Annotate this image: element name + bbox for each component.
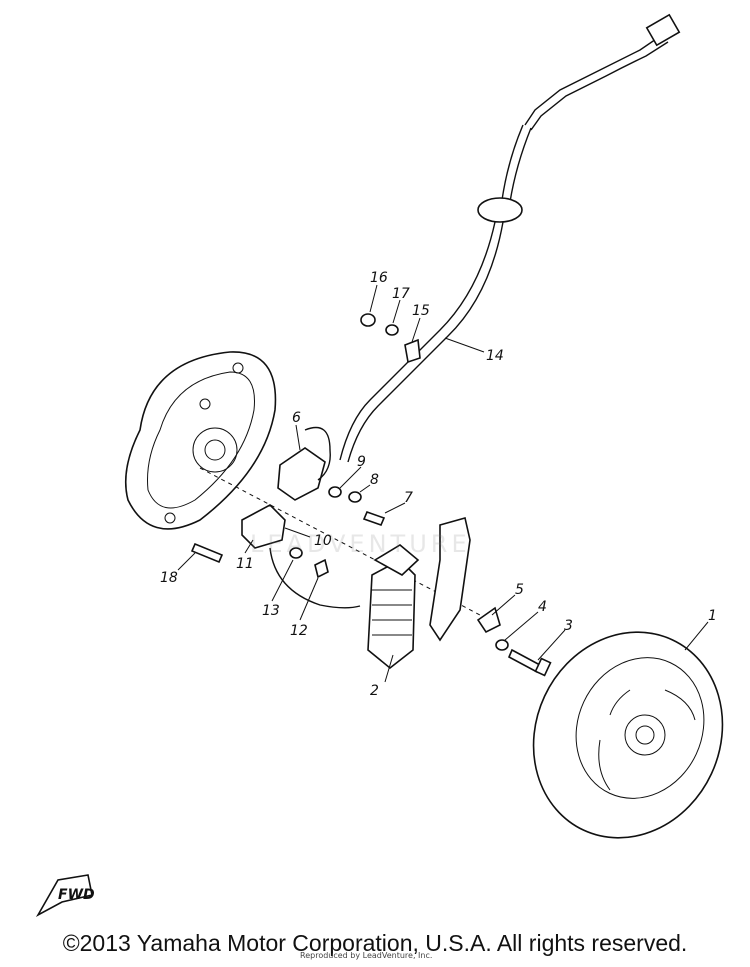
- fwd-arrow-icon: FWD: [35, 874, 95, 918]
- coil-bracket: [429, 517, 471, 642]
- contact-breaker: [277, 426, 331, 501]
- callout-17: 17: [392, 286, 410, 302]
- screw-18: [190, 542, 224, 564]
- callout-18: 18: [160, 570, 178, 586]
- washer-17: [385, 324, 399, 336]
- callout-4: 4: [538, 599, 547, 615]
- callout-13: 13: [262, 603, 280, 619]
- callout-11: 11: [236, 556, 254, 572]
- screw-7: [362, 510, 386, 527]
- watermark: LEADVENTURE: [250, 530, 471, 558]
- callout-2: 2: [370, 683, 379, 699]
- stator-base-plate: [124, 351, 277, 530]
- condenser: [241, 504, 361, 609]
- bolt-3: [507, 648, 552, 677]
- reproduced-note: Reproduced by LeadVenture, Inc.: [300, 951, 433, 960]
- callout-6: 6: [292, 410, 301, 426]
- screw-16: [360, 313, 376, 327]
- copyright-notice: ©2013 Yamaha Motor Corporation, U.S.A. A…: [62, 930, 688, 956]
- callout-12: 12: [290, 623, 308, 639]
- callout-5: 5: [515, 582, 524, 598]
- clamp-15: [404, 338, 421, 364]
- callout-14: 14: [486, 348, 504, 364]
- callout-3: 3: [564, 618, 573, 634]
- fwd-label: FWD: [58, 887, 95, 903]
- washer-9: [328, 486, 342, 498]
- callout-1: 1: [708, 608, 717, 624]
- callout-9: 9: [357, 454, 366, 470]
- callout-numbers: 1 2 3 4 5 6 7 8 9 10 11 12 13 14 15 16 1…: [160, 270, 717, 699]
- callout-16: 16: [370, 270, 388, 286]
- washer-8: [348, 491, 362, 503]
- cam: [476, 606, 501, 634]
- callout-8: 8: [370, 472, 379, 488]
- leader-lines: [177, 284, 709, 683]
- screw-12: [314, 558, 329, 579]
- source-coil: [367, 544, 420, 670]
- flywheel-rotor: [532, 631, 724, 839]
- callout-10: 10: [314, 533, 332, 549]
- callout-7: 7: [404, 490, 413, 506]
- callout-15: 15: [412, 303, 430, 319]
- wire-harness: [339, 13, 681, 463]
- washer-13: [289, 547, 303, 559]
- washer-4: [495, 639, 509, 651]
